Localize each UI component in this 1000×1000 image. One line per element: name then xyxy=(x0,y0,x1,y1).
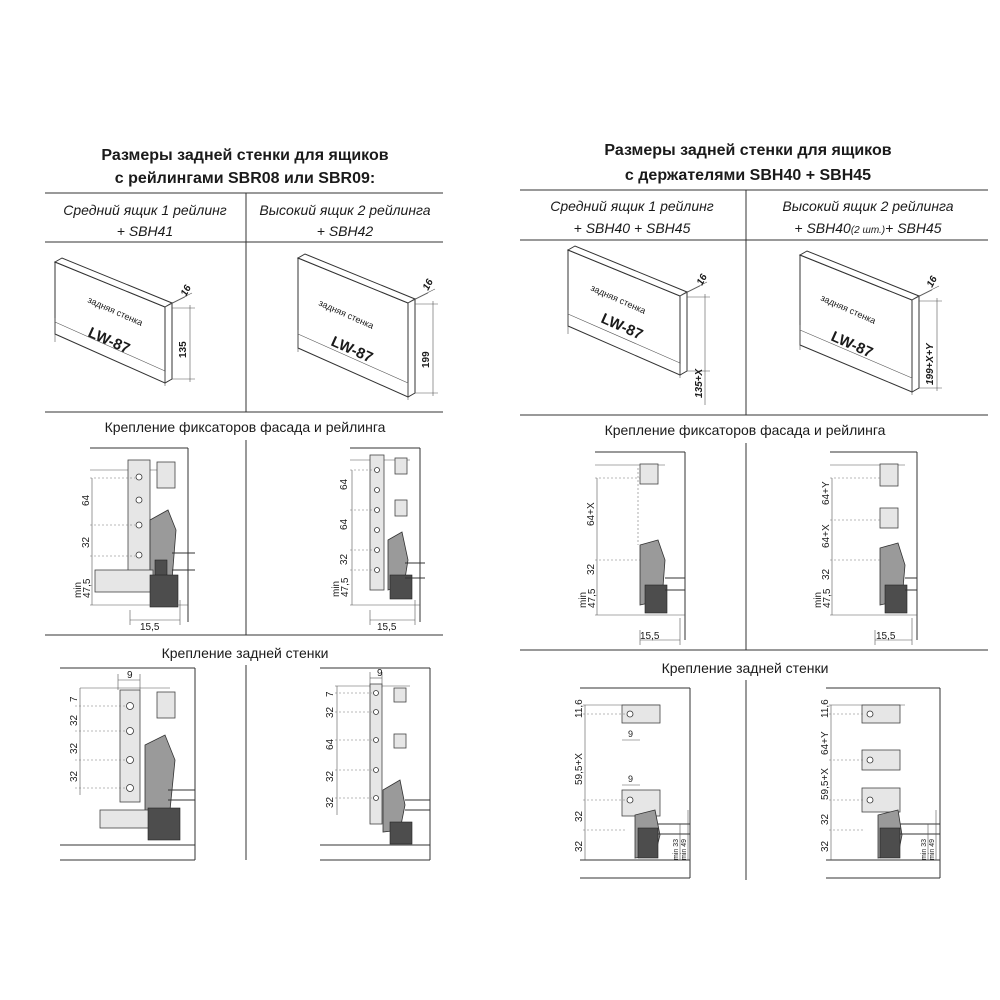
right-d2-w: 15,5 xyxy=(876,631,896,642)
left-table-frame xyxy=(45,192,443,860)
left-d4-f: 32 xyxy=(325,796,336,808)
left-section2-title: Крепление задней стенки xyxy=(162,645,329,661)
left-d3-b: 7 xyxy=(69,696,80,702)
left-section1-title: Крепление фиксаторов фасада и рейлинга xyxy=(105,419,386,435)
right-detail-1 xyxy=(595,451,686,645)
left-d1-c: 47,5 xyxy=(82,578,93,598)
right-d3-h: min 49 xyxy=(681,839,688,860)
right-d3-f: 9 xyxy=(628,774,633,784)
right-d2-min: min xyxy=(813,592,824,608)
right-table-frame xyxy=(520,189,988,880)
right-title-line2: с держателями SBH40 + SBH45 xyxy=(625,167,871,184)
right-d4-c: 59,5+X xyxy=(820,768,831,800)
right-d4-f: min 33 xyxy=(921,839,928,860)
right-col1-line2: + SBH40 + SBH45 xyxy=(574,220,691,236)
left-d2-b: 64 xyxy=(339,518,350,530)
left-d4-d: 64 xyxy=(325,738,336,750)
right-d1-c: 47,5 xyxy=(587,588,598,608)
right-panel1-thickness: 16 xyxy=(695,272,710,287)
right-panel1-height: 135+X xyxy=(694,367,705,398)
right-d3-e: 9 xyxy=(628,729,633,739)
right-panel2-thickness: 16 xyxy=(925,274,940,289)
left-panel2-thickness: 16 xyxy=(421,277,436,292)
right-section1-title: Крепление фиксаторов фасада и рейлинга xyxy=(605,422,886,438)
right-d4-b: 64+Y xyxy=(820,731,831,755)
left-panel-199 xyxy=(296,253,438,400)
left-d1-w: 15,5 xyxy=(140,622,160,633)
left-d1-a: 64 xyxy=(81,494,92,506)
right-d3-g: min 33 xyxy=(673,839,680,860)
right-d2-d: 47,5 xyxy=(822,588,833,608)
left-d2-a: 64 xyxy=(339,478,350,490)
right-d3-c: 32 xyxy=(574,810,585,822)
left-detail-1 xyxy=(90,447,195,625)
left-d3-a: 9 xyxy=(127,670,133,681)
left-detail-4 xyxy=(320,667,431,861)
right-panel-135x xyxy=(566,245,710,405)
right-d1-w: 15,5 xyxy=(640,631,660,642)
left-col1-line1: Средний ящик 1 рейлинг xyxy=(63,202,227,218)
left-detail-2 xyxy=(350,447,425,625)
left-d2-w: 15,5 xyxy=(377,622,397,633)
left-d4-e: 32 xyxy=(325,770,336,782)
left-d3-c: 32 xyxy=(69,714,80,726)
left-d3-d: 32 xyxy=(69,742,80,754)
left-d4-a: 9 xyxy=(377,668,383,679)
right-col2-line2: + SBH40(2 шт.)+ SBH45 xyxy=(794,220,941,236)
left-d2-c: 32 xyxy=(339,553,350,565)
right-detail-4 xyxy=(826,687,941,879)
left-col1-line2: + SBH41 xyxy=(117,223,173,239)
left-d3-e: 32 xyxy=(69,770,80,782)
right-d2-a: 64+Y xyxy=(821,481,832,505)
left-panel-135 xyxy=(53,257,195,386)
right-title-line1: Размеры задней стенки для ящиков xyxy=(604,142,891,159)
left-col2-line2: + SBH42 xyxy=(317,223,374,239)
right-col1-line1: Средний ящик 1 рейлинг xyxy=(550,198,714,214)
right-d3-b: 59,5+X xyxy=(574,753,585,785)
right-d4-g: min 49 xyxy=(929,839,936,860)
left-d1-min: min xyxy=(73,582,84,598)
right-d4-d: 32 xyxy=(820,813,831,825)
right-d4-e: 32 xyxy=(820,840,831,852)
left-d2-d: 47,5 xyxy=(340,577,351,597)
left-title-line1: Размеры задней стенки для ящиков xyxy=(101,147,388,164)
right-d2-b: 64+X xyxy=(821,524,832,548)
right-panel-199xy xyxy=(798,250,942,395)
left-d4-c: 32 xyxy=(325,706,336,718)
right-d3-a: 11,6 xyxy=(574,699,585,718)
right-detail-2 xyxy=(830,451,918,645)
left-detail-3 xyxy=(60,667,196,861)
right-d3-d: 32 xyxy=(574,840,585,852)
left-d1-b: 32 xyxy=(81,536,92,548)
right-d2-c: 32 xyxy=(821,568,832,580)
right-section2-title: Крепление задней стенки xyxy=(662,660,829,676)
left-d4-b: 7 xyxy=(325,691,336,697)
left-title-line2: с рейлингами SBR08 или SBR09: xyxy=(115,170,375,187)
right-d1-min: min xyxy=(578,592,589,608)
right-d1-b: 32 xyxy=(586,563,597,575)
left-panel2-height: 199 xyxy=(421,351,432,368)
left-panel1-thickness: 16 xyxy=(179,283,194,298)
left-d2-min: min xyxy=(331,581,342,597)
right-d4-a: 11,6 xyxy=(820,699,831,718)
right-panel2-height: 199+X+Y xyxy=(925,342,936,385)
right-col2-line1: Высокий ящик 2 рейлинга xyxy=(782,198,953,214)
right-d1-a: 64+X xyxy=(586,502,597,526)
left-panel1-height: 135 xyxy=(178,341,189,358)
right-detail-3 xyxy=(580,687,691,879)
left-col2-line1: Высокий ящик 2 рейлинга xyxy=(259,202,430,218)
